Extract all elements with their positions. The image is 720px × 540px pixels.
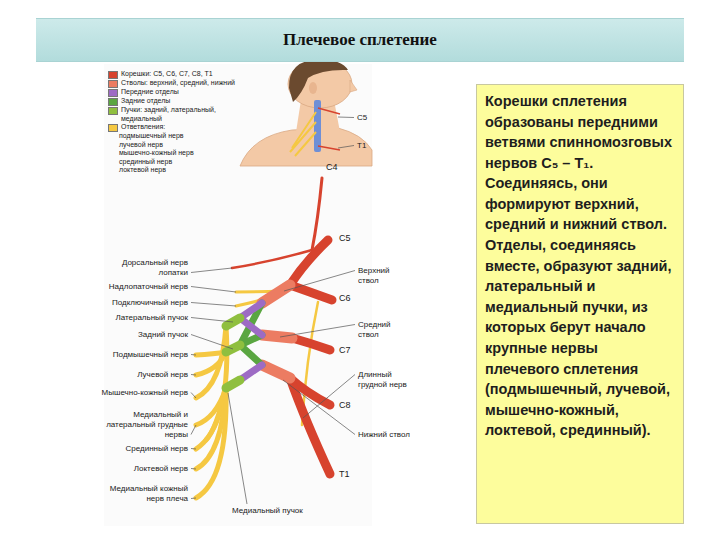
legend-text: Задние отделы (121, 97, 170, 106)
root (292, 338, 330, 350)
legend-row: Задние отделы (108, 97, 236, 106)
part-label: Медиальный кожный нерв плеча (100, 484, 188, 504)
legend-text: Корешки: C5, C6, C7, C8, T1 (121, 70, 213, 79)
segment-label: C6 (339, 293, 357, 304)
text-box: Корешки сплетения образованы передними в… (476, 84, 684, 524)
cord (226, 380, 240, 388)
branch (196, 388, 226, 498)
segment-label: C4 (326, 162, 344, 173)
leader-line (191, 335, 233, 350)
part-label: Подключичный нерв (100, 298, 188, 308)
part-label: Медиальный пучок (232, 506, 322, 516)
part-label: Латеральный пучок (100, 313, 188, 323)
legend-swatch (108, 89, 118, 97)
leader-line (191, 287, 236, 293)
trunk (262, 285, 290, 303)
box-text: Корешки сплетения образованы передними в… (477, 85, 683, 447)
legend-text: Передние отделы (121, 88, 179, 97)
legend-row: Передние отделы (108, 88, 236, 97)
title-band: Плечевое сплетение (36, 18, 684, 62)
neck-root (318, 108, 340, 150)
leader-line (303, 375, 355, 419)
part-label: Надлопаточный нерв (100, 282, 188, 292)
leader-line (280, 325, 355, 338)
legend-sublabel: подмышечный нерв (108, 132, 236, 141)
diagram-title: Плечевое сплетение (36, 19, 684, 61)
legend-text: Пучки: задний, латеральный, медиальный (121, 106, 236, 123)
leader-line (191, 425, 196, 435)
segment-label: T1 (357, 141, 373, 151)
part-label: Срединный нерв (100, 444, 188, 454)
legend-swatch (108, 71, 118, 79)
segment-label: T1 (339, 469, 357, 480)
leader-line (191, 318, 233, 323)
legend-row: Стволы: верхний, средний, нижний (108, 79, 236, 88)
legend-swatch (108, 80, 118, 88)
legend-sublabel: мышечно-кожный нерв (108, 149, 236, 158)
root (290, 378, 330, 474)
leader-line (191, 393, 196, 399)
anterior-divisions (240, 303, 262, 380)
legend-row: Корешки: C5, C6, C7, C8, T1 (108, 70, 236, 79)
part-label: Подмышечный нерв (100, 350, 188, 360)
leader-line (338, 146, 354, 149)
trunks (262, 285, 292, 378)
legend-swatch (108, 124, 118, 132)
roots (290, 240, 332, 474)
leader-line (191, 268, 232, 273)
part-label: Длинный грудной нерв (358, 370, 410, 390)
segment-label: C8 (339, 400, 357, 411)
part-label: Дорсальный нерв лопатки (100, 258, 188, 278)
segment-label: C5 (339, 233, 357, 244)
division (240, 303, 262, 345)
legend-text: Стволы: верхний, средний, нижний (121, 79, 235, 88)
legend-text: Ответвления: (121, 123, 165, 132)
leader-line (228, 393, 247, 504)
legend-swatch (108, 98, 118, 106)
neck-plexus (290, 112, 316, 156)
legend-row: Ответвления: (108, 123, 236, 132)
legend: Корешки: C5, C6, C7, C8, T1Стволы: верхн… (108, 70, 236, 175)
cord (226, 345, 240, 352)
ear (309, 82, 317, 94)
part-label: Нижний ствол (358, 430, 410, 440)
branch (196, 326, 226, 398)
legend-row: Пучки: задний, латеральный, медиальный (108, 106, 236, 123)
part-label: Медиальный и латеральный грудные нервы (100, 410, 188, 440)
part-label: Задний пучок (100, 330, 188, 340)
part-label: Средний ствол (358, 320, 410, 340)
part-label: Мышечно-кожный нерв (100, 388, 188, 398)
legend-sublabel: лучевой нерв (108, 141, 236, 150)
hair (289, 59, 348, 102)
leader-line (338, 117, 354, 119)
cords (226, 318, 240, 388)
legend-swatch (108, 107, 118, 115)
trunk (262, 365, 290, 378)
c4-root (312, 178, 322, 250)
legend-sublabel: локтевой нерв (108, 166, 236, 175)
segment-label: C5 (357, 113, 373, 123)
leader-line (191, 374, 196, 376)
legend-sublabel: срединный нерв (108, 158, 236, 167)
leader-line (284, 271, 355, 292)
leader-line (191, 468, 196, 470)
leader-line (191, 354, 196, 356)
root (290, 240, 328, 285)
part-label: Локтевой нерв (100, 464, 188, 474)
nose (350, 80, 357, 92)
leader-line (191, 303, 236, 307)
illustration-ground (104, 64, 372, 526)
part-label: Верхний ствол (358, 266, 410, 286)
leader-line (191, 498, 196, 500)
part-label: Лучевой нерв (100, 370, 188, 380)
leader-line (191, 448, 196, 450)
segment-label: C7 (339, 345, 357, 356)
posterior-divisions (240, 303, 262, 365)
